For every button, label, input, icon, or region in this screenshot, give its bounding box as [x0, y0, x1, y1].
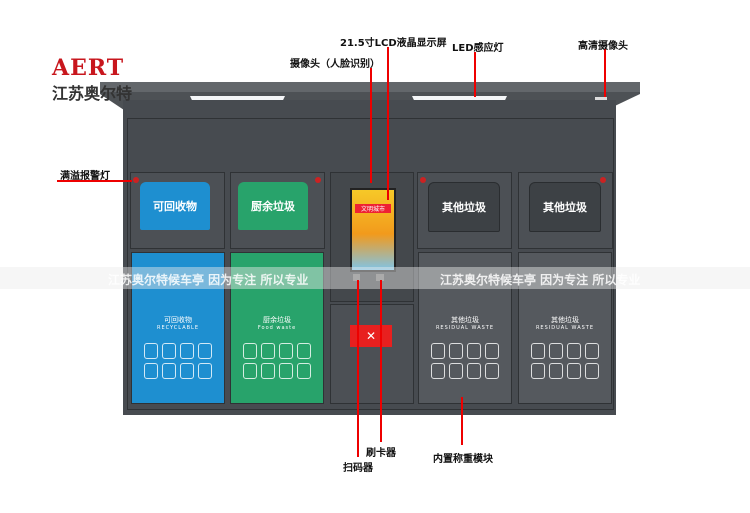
- logo-company: 江苏奥尔特: [52, 84, 133, 103]
- pointer-line: [370, 68, 372, 183]
- item-icons: [519, 343, 611, 379]
- door-label-cn: 厨余垃圾: [263, 316, 291, 324]
- door-residual-2[interactable]: 其他垃圾 RESIDUAL WASTE: [518, 252, 612, 404]
- screen-title: 文明城市: [355, 204, 391, 213]
- center-lower-panel: [330, 304, 414, 404]
- watermark-right: 江苏奥尔特候车亭 因为专注 所以专业: [440, 273, 641, 287]
- watermark-band: [0, 267, 750, 289]
- overflow-alarm-icon: [600, 177, 606, 183]
- led-light-left: [190, 96, 285, 102]
- pointer-line: [604, 49, 606, 97]
- callout-scanner: 扫码器: [343, 463, 373, 474]
- lid-residual-2[interactable]: 其他垃圾: [529, 182, 601, 232]
- door-label-cn: 其他垃圾: [551, 316, 579, 324]
- lcd-screen[interactable]: 文明城市: [350, 188, 396, 272]
- overflow-alarm-icon: [133, 177, 139, 183]
- watermark-left: 江苏奥尔特候车亭 因为专注 所以专业: [108, 273, 309, 287]
- card-reader-icon: [376, 274, 384, 281]
- callout-overflow-alarm: 满溢报警灯: [60, 171, 110, 182]
- pointer-line: [387, 47, 389, 200]
- item-icons: [231, 343, 323, 379]
- overflow-alarm-icon: [315, 177, 321, 183]
- overflow-alarm-icon: [420, 177, 426, 183]
- item-icons: [132, 343, 224, 379]
- callout-face-camera: 摄像头（人脸识别）: [290, 59, 380, 70]
- callout-hd-camera: 高清摄像头: [578, 41, 628, 52]
- door-residual-1[interactable]: 其他垃圾 RESIDUAL WASTE: [418, 252, 512, 404]
- door-label-en: RESIDUAL WASTE: [535, 325, 595, 331]
- pointer-line: [461, 397, 463, 445]
- pointer-line: [357, 280, 359, 457]
- lid-residual-1[interactable]: 其他垃圾: [428, 182, 500, 232]
- door-label-en: RECYCLABLE: [156, 325, 199, 331]
- led-light-right: [412, 96, 507, 102]
- lid-food-waste[interactable]: 厨余垃圾: [238, 182, 308, 230]
- callout-lcd: 21.5寸LCD液晶显示屏: [340, 38, 447, 49]
- pointer-line: [57, 180, 132, 182]
- door-label-en: RESIDUAL WASTE: [435, 325, 495, 331]
- callout-led-light: LED感应灯: [452, 43, 504, 54]
- pointer-line: [474, 52, 476, 97]
- door-label-cn: 其他垃圾: [451, 316, 479, 324]
- logo-brand: AERT: [52, 55, 125, 81]
- door-label-cn: 可回收物: [164, 316, 192, 324]
- door-food-waste[interactable]: 厨余垃圾 Food waste: [230, 252, 324, 404]
- pointer-line: [380, 280, 382, 442]
- item-icons: [419, 343, 511, 379]
- door-recyclable[interactable]: 可回收物 RECYCLABLE: [131, 252, 225, 404]
- callout-card-reader: 刷卡器: [366, 448, 396, 459]
- brand-panel-icon: ✕: [350, 325, 392, 347]
- door-label-en: Food waste: [257, 325, 297, 331]
- scanner-icon: [353, 274, 360, 281]
- callout-weighing: 内置称重模块: [433, 454, 493, 465]
- lid-recyclable[interactable]: 可回收物: [140, 182, 210, 230]
